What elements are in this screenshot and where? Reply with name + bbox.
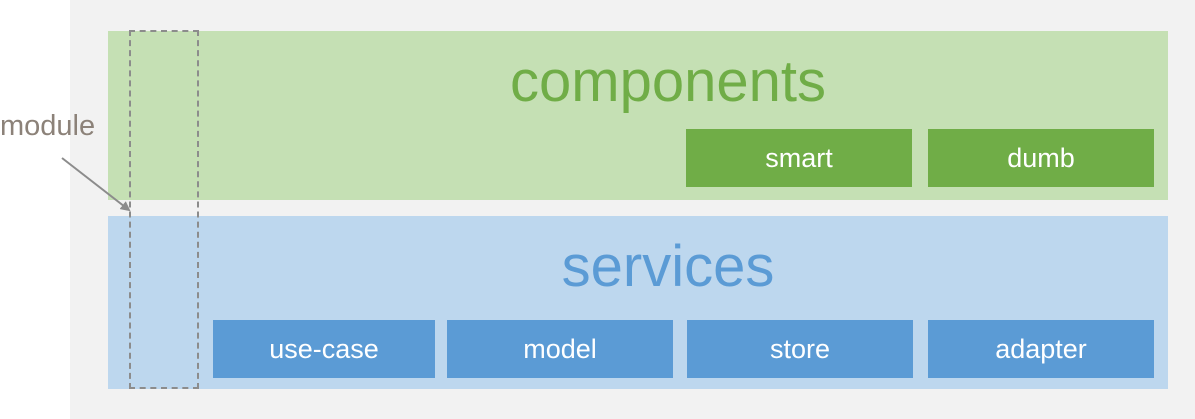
- model-box: model: [447, 320, 673, 378]
- dumb-box: dumb: [928, 129, 1154, 187]
- use-case-box: use-case: [213, 320, 435, 378]
- module-label: module: [0, 110, 96, 142]
- components-layer: components smart dumb: [108, 31, 1168, 200]
- services-title: services: [561, 234, 775, 299]
- smart-box: smart: [686, 129, 912, 187]
- store-box: store: [687, 320, 913, 378]
- components-title: components: [510, 49, 826, 114]
- services-layer: services use-case model store adapter: [108, 216, 1168, 389]
- adapter-box: adapter: [928, 320, 1154, 378]
